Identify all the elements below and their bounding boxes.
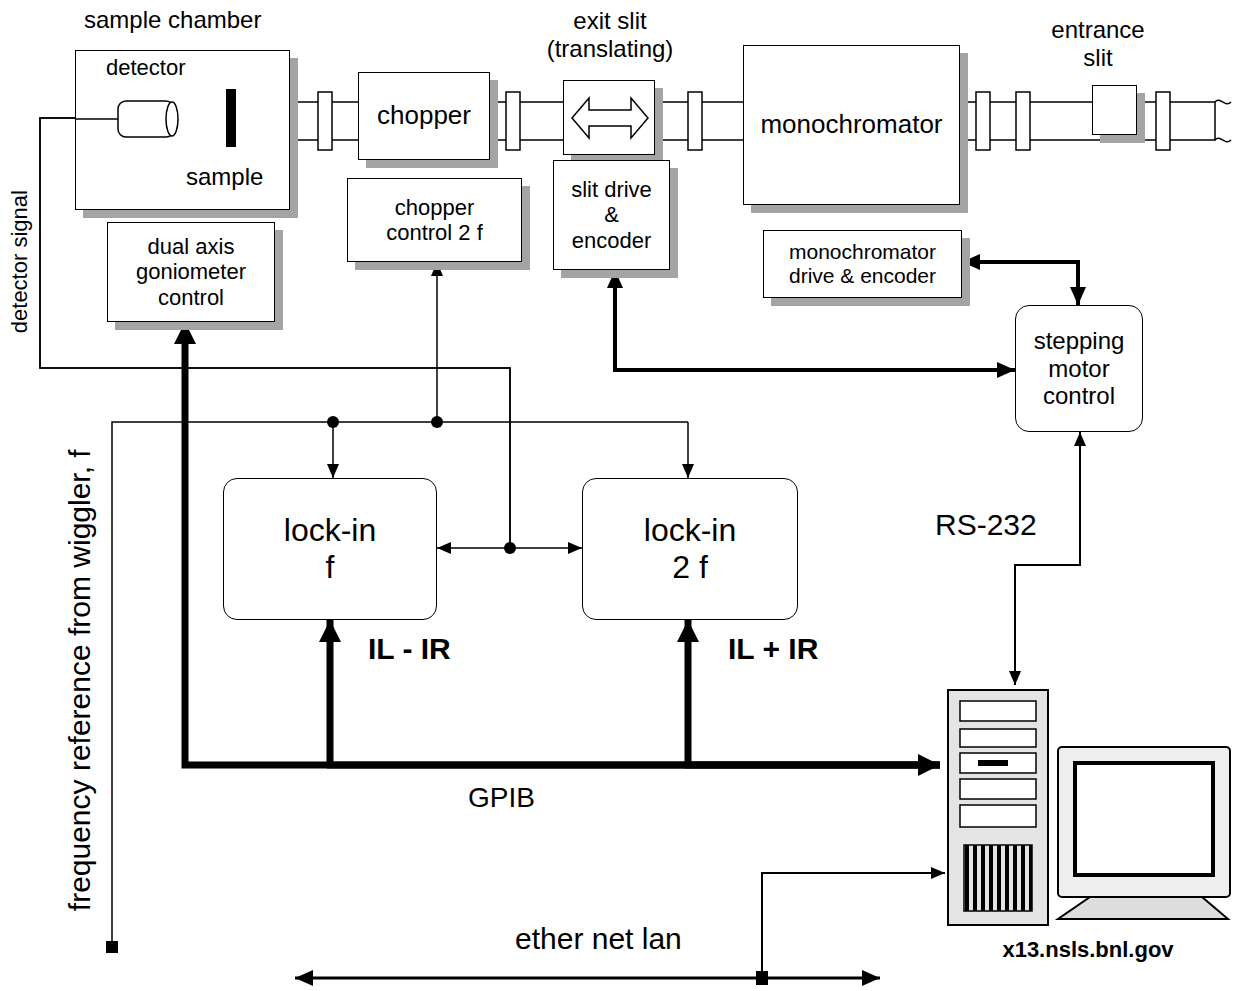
edge-label: RS-232: [932, 508, 1040, 543]
bus-line: [688, 620, 940, 765]
bus-line: [185, 322, 940, 765]
box-label: lock-in 2 f: [642, 512, 738, 586]
exit-slit-box: exit slit (translating): [563, 80, 655, 155]
lock-in-amplifier: lock-in f: [223, 478, 437, 620]
junction-dot: [327, 416, 339, 428]
computer-illustration: [940, 685, 1235, 970]
signal-name: IL + IR: [728, 632, 818, 667]
monochromator-drive-box: monochromator drive & encoder: [763, 230, 962, 298]
stepping-motor-control: stepping motor control: [1015, 305, 1143, 432]
box-label: chopper control 2 f: [385, 195, 485, 246]
signal-name: frequency reference from wiggler, f: [63, 449, 98, 911]
junction-dot: [431, 416, 443, 428]
part-label: sample: [186, 163, 263, 191]
box-label: x13.nsls.bnl.gov: [1002, 937, 1173, 962]
slit-drive-box: slit drive & encoder: [553, 160, 670, 270]
box-label: monochromator drive & encoder: [787, 240, 938, 288]
workstation-computer: x13.nsls.bnl.gov: [940, 685, 1235, 970]
box-label: exit slit (translating): [545, 7, 675, 62]
box-label: lock-in f: [282, 512, 378, 586]
lan-tap: [756, 971, 768, 985]
box-label: stepping motor control: [1032, 327, 1126, 410]
reference-terminal: [106, 941, 118, 953]
slit-arrow-illustration: [564, 81, 656, 156]
edge-label: GPIB: [465, 782, 538, 814]
chopper-control-box: chopper control 2 f: [347, 178, 522, 262]
ethernet-lan: [295, 873, 945, 978]
chopper-box: chopper: [358, 72, 490, 160]
signal-name: IL - IR: [368, 632, 451, 667]
box-label: monochromator: [760, 110, 942, 140]
part-label: detector: [106, 55, 186, 80]
entrance-slit-box: entrance slit: [1092, 85, 1137, 135]
network-name: ether net lan: [515, 922, 682, 957]
bus-line: [962, 262, 1078, 305]
box-label: sample chamber: [84, 6, 261, 34]
goniometer-control: dual axis goniometer control: [107, 222, 275, 322]
sample-chamber: sample chamberdetectorsample: [75, 50, 290, 210]
bus-line: [330, 620, 940, 765]
box-label: slit drive & encoder: [570, 177, 654, 253]
monochromator-box: monochromator: [743, 45, 960, 205]
box-label: entrance slit: [1050, 16, 1147, 71]
lock-in-amplifier: lock-in 2 f: [582, 478, 798, 620]
box-label: chopper: [377, 101, 471, 131]
signal-line: [1015, 432, 1080, 685]
box-label: dual axis goniometer control: [134, 234, 248, 310]
signal-name: detector signal: [7, 190, 32, 333]
